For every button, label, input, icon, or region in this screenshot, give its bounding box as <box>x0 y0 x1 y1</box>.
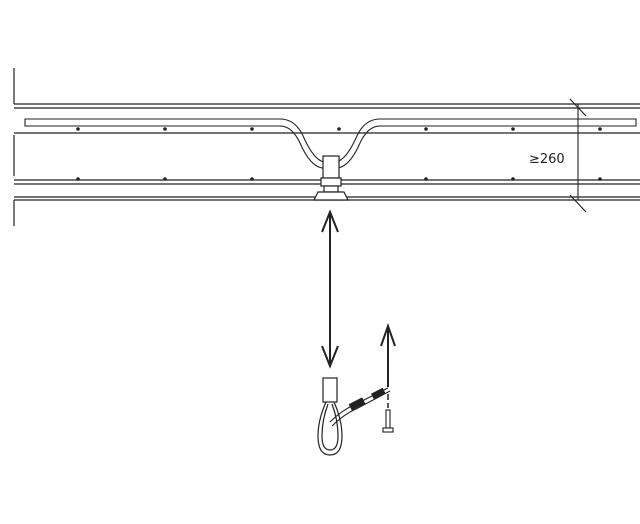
thickness-dimension <box>569 98 587 213</box>
top-rebar-bent <box>24 118 637 169</box>
wire-sling <box>329 387 391 427</box>
locking-pin <box>382 394 394 433</box>
lifting-anchor <box>313 155 349 201</box>
top-rebar-dots <box>76 127 602 131</box>
lift-direction-arrow <box>380 322 396 387</box>
lifting-loop <box>317 377 343 456</box>
thickness-dimension-label: ≥260 <box>529 152 565 167</box>
connection-arrow <box>321 209 339 369</box>
